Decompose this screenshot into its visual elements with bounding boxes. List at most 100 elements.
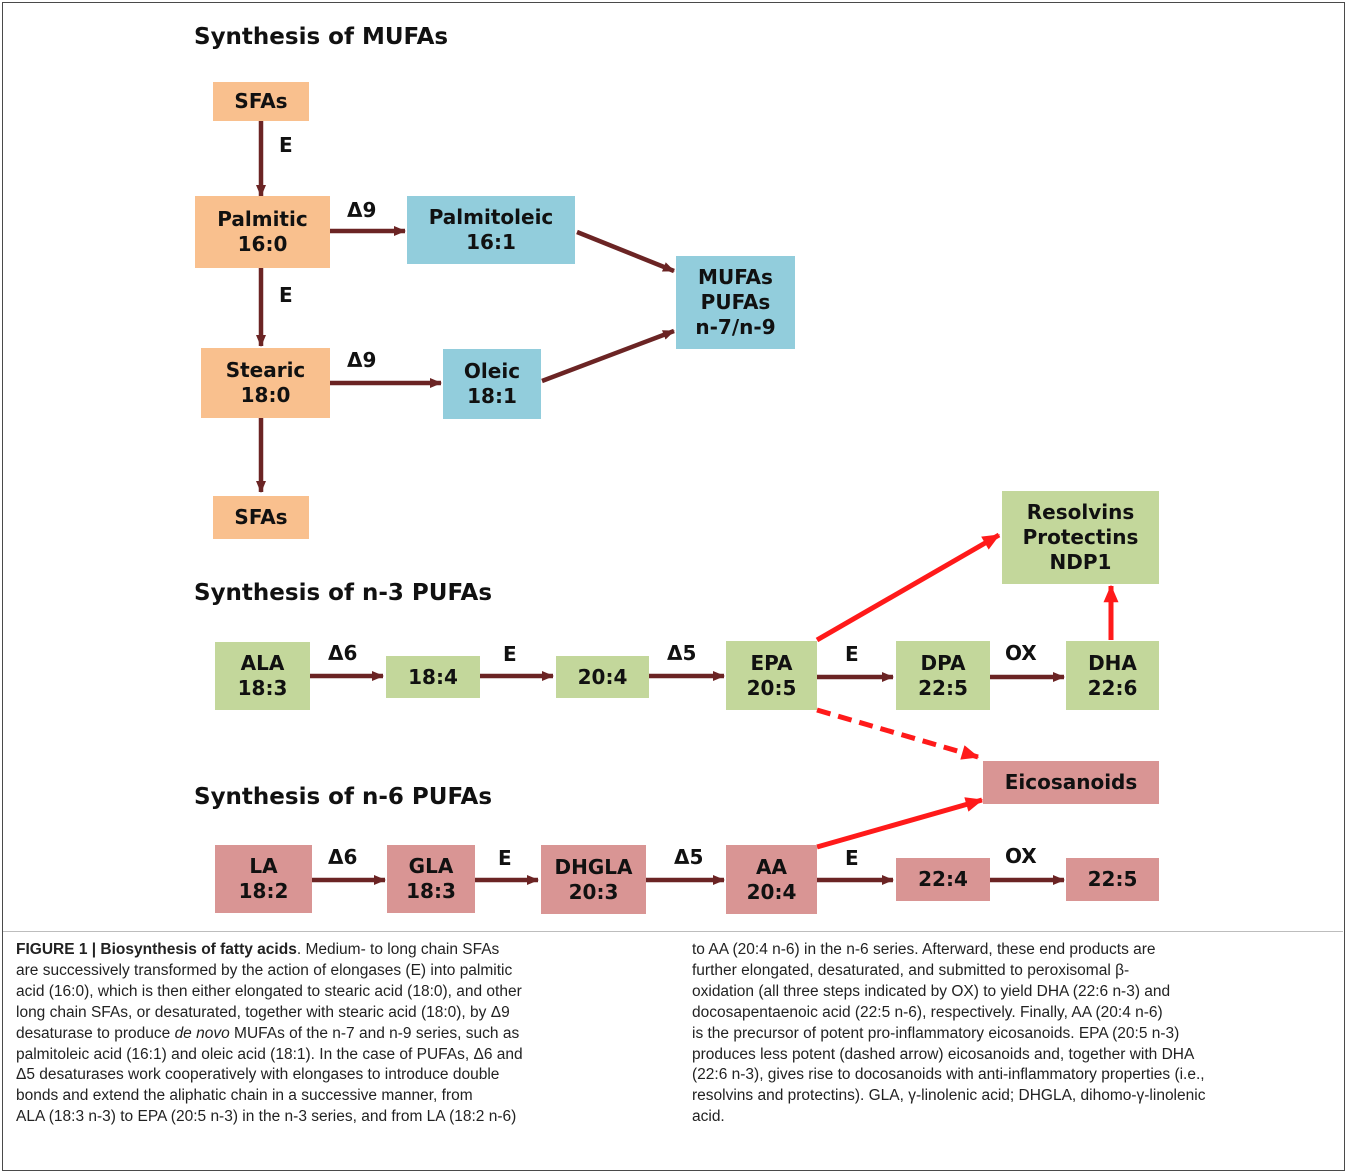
label-n6-elongase1: E: [498, 846, 512, 870]
node-line: NDP1: [1049, 550, 1112, 574]
node-line: 20:5: [746, 675, 797, 700]
node-line: 18:0: [240, 383, 291, 407]
label-n6-delta5: Δ5: [674, 845, 704, 869]
node-line: DHGLA: [554, 854, 633, 879]
node-n3-20-4: 20:4: [556, 656, 649, 698]
caption-line: FIGURE 1 | Biosynthesis of fatty acids. …: [16, 940, 523, 961]
node-line: 20:4: [746, 879, 797, 904]
caption-text: Δ5 desaturases work cooperatively with e…: [16, 1066, 500, 1084]
node-line: 22:5: [1087, 867, 1138, 891]
arrow-palmitoleic-to-mufas: [576, 229, 675, 274]
caption-text: oxidation (all three steps indicated by …: [692, 982, 1171, 1000]
label-n6-ox: OX: [1005, 844, 1037, 868]
node-sfas-bottom: SFAs: [213, 496, 309, 539]
caption-line: further elongated, desaturated, and subm…: [692, 961, 1205, 982]
node-line: MUFAs: [698, 265, 773, 289]
label-elongase-sfas-palmitic: E: [279, 133, 293, 157]
node-line: Palmitic: [217, 207, 308, 231]
caption-text: produces less potent (dashed arrow) eico…: [692, 1045, 1195, 1063]
node-line: PUFAs: [700, 290, 771, 314]
label-delta9-palmitic: Δ9: [347, 198, 377, 222]
node-n3-18-4: 18:4: [386, 656, 480, 698]
node-line: SFAs: [234, 505, 288, 529]
label-n6-delta6: Δ6: [328, 845, 358, 869]
caption-text: docosapentaenoic acid (22:5 n-6), respec…: [692, 1003, 1163, 1021]
arrow-epa-to-resolvins: [815, 532, 1001, 643]
node-line: n-7/n-9: [695, 315, 776, 339]
node-line: DHA: [1088, 650, 1137, 675]
node-line: 18:2: [238, 879, 289, 903]
node-line: SFAs: [234, 89, 288, 113]
caption-line: oxidation (all three steps indicated by …: [692, 982, 1205, 1003]
node-line: 18:3: [406, 879, 456, 903]
node-line: 18:3: [237, 676, 288, 700]
label-n6-elongase2: E: [845, 846, 859, 870]
node-line: 22:5: [918, 675, 968, 700]
node-line: Stearic: [225, 358, 306, 382]
caption-text: bonds and extend the aliphatic chain in …: [16, 1087, 473, 1105]
caption-line: are successively transformed by the acti…: [16, 961, 523, 982]
node-line: EPA: [750, 650, 793, 675]
caption-right-column: to AA (20:4 n-6) in the n-6 series. Afte…: [692, 940, 1205, 1128]
title-n6-synthesis: Synthesis of n-6 PUFAs: [194, 784, 493, 810]
node-line: LA: [249, 854, 278, 878]
title-mufa-synthesis: Synthesis of MUFAs: [194, 24, 449, 50]
label-delta9-stearic: Δ9: [347, 348, 377, 372]
node-eicosanoids: Eicosanoids: [983, 761, 1159, 804]
label-n3-delta5: Δ5: [667, 641, 697, 665]
pathway-arrows: [256, 121, 1119, 885]
node-line: GLA: [408, 854, 454, 878]
node-line: Oleic: [463, 359, 521, 383]
node-line: AA: [756, 854, 787, 879]
arrow-epa-to-eicosanoids-dashed: [816, 707, 980, 760]
node-line: Eicosanoids: [1004, 770, 1138, 794]
caption-text: palmitoleic acid (16:1) and oleic acid (…: [16, 1045, 523, 1063]
caption-text: ALA (18:3 n-3) to EPA (20:5 n-3) in the …: [16, 1108, 517, 1126]
caption-line: palmitoleic acid (16:1) and oleic acid (…: [16, 1045, 523, 1066]
node-line: Protectins: [1022, 525, 1139, 549]
caption-left-column: FIGURE 1 | Biosynthesis of fatty acids. …: [16, 940, 523, 1128]
node-line: 20:4: [577, 664, 628, 689]
caption-line: is the precursor of potent pro-inflammat…: [692, 1024, 1205, 1045]
caption-text: (22:6 n-3), gives rise to docosanoids wi…: [692, 1066, 1205, 1084]
caption-divider: [3, 931, 1343, 932]
label-n3-elongase2: E: [845, 642, 859, 666]
caption-text: further elongated, desaturated, and subm…: [692, 961, 1130, 979]
caption-line: acid (16:0), which is then either elonga…: [16, 982, 523, 1003]
caption-line: produces less potent (dashed arrow) eico…: [692, 1045, 1205, 1066]
node-line: 22:4: [918, 867, 968, 891]
node-line: 22:6: [1087, 675, 1138, 700]
caption-text: desaturase to produce: [16, 1024, 175, 1042]
label-n3-elongase1: E: [503, 642, 517, 666]
caption-line: acid.: [692, 1107, 1205, 1128]
caption-text: to AA (20:4 n-6) in the n-6 series. Afte…: [692, 941, 1156, 958]
arrow-aa-to-eicosanoids: [816, 797, 984, 850]
label-elongase-palmitic-stearic: E: [279, 283, 293, 307]
caption-text: MUFAs of the n-7 and n-9 series, such as: [229, 1024, 520, 1042]
node-line: 16:1: [466, 230, 516, 254]
node-sfas-top: SFAs: [213, 82, 309, 121]
node-line: Palmitoleic: [428, 205, 554, 229]
caption-text: acid (16:0), which is then either elonga…: [16, 982, 522, 1000]
node-line: 20:3: [568, 879, 619, 904]
node-line: ALA: [240, 651, 285, 675]
caption-line: ALA (18:3 n-3) to EPA (20:5 n-3) in the …: [16, 1107, 523, 1128]
caption-line: Δ5 desaturases work cooperatively with e…: [16, 1065, 523, 1086]
node-line: Resolvins: [1026, 500, 1135, 524]
caption-text: de novo: [174, 1024, 230, 1042]
title-n3-synthesis: Synthesis of n-3 PUFAs: [194, 580, 493, 606]
